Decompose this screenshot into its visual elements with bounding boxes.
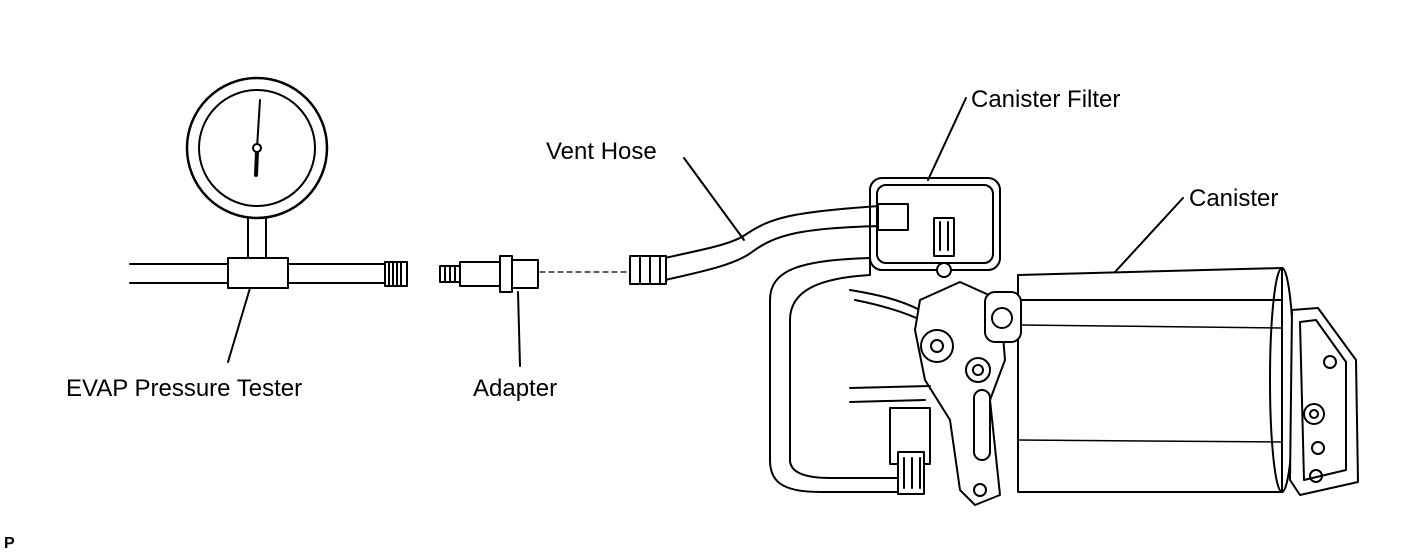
bracket-hole-3: [1311, 441, 1325, 455]
canister-left-frame: [769, 257, 901, 493]
gauge-pivot: [252, 143, 262, 153]
bracket-hole-4: [1309, 469, 1323, 483]
tester-tee-body: [227, 257, 289, 289]
evap-leader-line: [227, 287, 251, 363]
bracket-hole-1: [1323, 355, 1337, 369]
figure-code-label: P: [4, 535, 15, 552]
gauge-needle: [256, 99, 261, 149]
adapter-socket: [511, 259, 539, 289]
center-bracket-hole-upper-inner: [972, 364, 984, 376]
adapter-leader-line: [517, 291, 521, 367]
bracket-hole-2: [1303, 403, 1325, 425]
adapter-flange: [499, 255, 513, 293]
center-bracket-bolt: [920, 329, 954, 363]
canister-side-pipe: [849, 385, 931, 403]
gauge-outer-ring: [185, 76, 329, 220]
evap-pressure-tester-label: EVAP Pressure Tester: [66, 375, 303, 402]
canister-cylinder: [1017, 267, 1283, 493]
evap-pressure-tester: [129, 76, 408, 363]
filter-clip-detail: [939, 221, 949, 251]
adapter-nipple-ribs: [444, 265, 456, 283]
canister-upper-valve-port: [991, 307, 1013, 329]
canister-right-bracket-inner: [1299, 319, 1347, 481]
gauge-stem: [247, 217, 267, 261]
canister-leader-line: [1114, 197, 1184, 273]
vent-hose-end-ribs: [639, 255, 661, 285]
center-bracket-hole-upper: [965, 357, 991, 383]
vent-hose: [629, 157, 881, 285]
adapter-label: Adapter: [473, 375, 558, 402]
filter-clip-pin: [936, 262, 952, 278]
canister-upper-valve: [984, 291, 1022, 343]
canister-body: [769, 197, 1359, 506]
canister-left-inner-curve-2: [854, 299, 926, 323]
canister-left-inner-curve: [849, 289, 921, 311]
filter-leader-line: [927, 97, 967, 181]
center-bracket-slot: [973, 389, 991, 461]
canister-band-lower: [1017, 439, 1283, 443]
vent-hose-tube-upper: [664, 205, 881, 259]
center-bracket-hole-lower: [973, 483, 987, 497]
filter-clip: [933, 217, 955, 257]
tester-hose-left: [129, 263, 229, 284]
canister-plug-pins: [903, 457, 921, 489]
filter-housing-outer: [869, 177, 1001, 271]
canister-band-upper: [1017, 324, 1283, 329]
center-bracket-bolt-inner: [930, 339, 944, 353]
bracket-hole-2-inner: [1309, 409, 1319, 419]
tester-hose-right: [287, 263, 386, 284]
filter-inlet-pipe: [877, 203, 909, 231]
vent-hose-label: Vent Hose: [546, 138, 657, 165]
canister-filter: [869, 97, 1001, 278]
adapter-part: [439, 255, 629, 367]
adapter-body: [459, 261, 501, 287]
vent-hose-tube-lower: [664, 225, 881, 281]
gauge-inner-ring: [198, 89, 316, 207]
canister-label: Canister: [1189, 185, 1279, 212]
vent-hose-leader-line: [683, 157, 745, 241]
tester-connector-knurl: [388, 261, 402, 287]
gauge-needle-tail: [254, 150, 259, 177]
canister-filter-label: Canister Filter: [971, 86, 1121, 113]
